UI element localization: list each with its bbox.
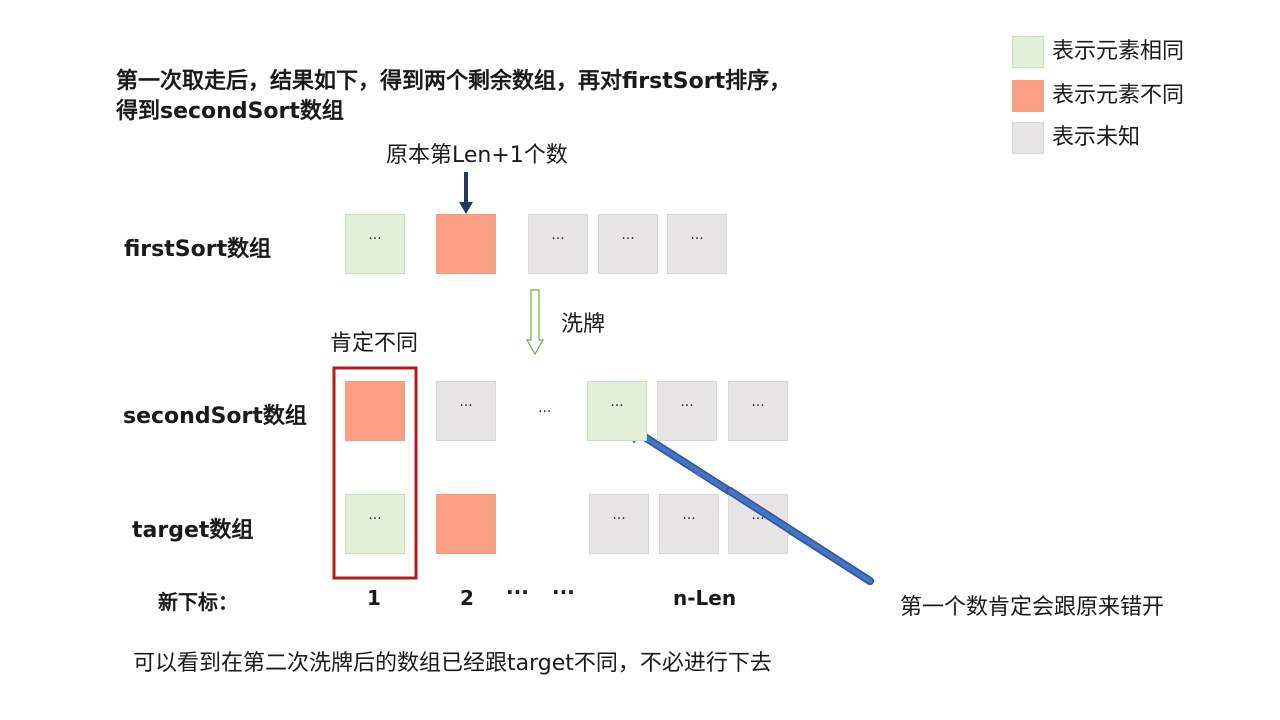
index-last: n-Len [673,586,737,610]
legend-label-same: 表示元素相同 [1052,39,1185,64]
secondsort-cell: ··· [728,381,788,441]
row-label-firstsort: firstSort数组 [124,237,272,262]
legend-swatch-unknown [1012,122,1044,154]
row-label-target: target数组 [132,518,254,543]
index-2: 2 [460,586,474,610]
target-cell: ··· [589,494,649,554]
target-cell: ··· [345,494,405,554]
highlight-box [332,366,418,580]
title-line-1: 第一次取走后，结果如下，得到两个剩余数组，再对firstSort排序， [116,69,792,94]
original-len-plus-1-label: 原本第Len+1个数 [386,143,568,168]
title-line-2: 得到secondSort数组 [116,99,344,124]
index-row-label: 新下标： [158,590,238,614]
definitely-different-label: 肯定不同 [330,331,419,356]
legend-swatch-different [1012,80,1044,112]
secondsort-gap-ellipsis: ··· [538,404,552,420]
target-cell: ··· [659,494,719,554]
index-1: 1 [367,586,381,610]
secondsort-cell: ··· [436,381,496,441]
secondsort-cell: ··· [657,381,717,441]
first-offset-label: 第一个数肯定会跟原来错开 [900,595,1165,620]
index-ellipsis-1: ··· [506,580,529,604]
down-arrow-icon [459,172,473,214]
secondsort-cell-first [345,381,405,441]
row-label-secondsort: secondSort数组 [123,404,307,429]
shuffle-label: 洗牌 [561,312,606,337]
target-cell-different [436,494,496,554]
conclusion-text: 可以看到在第二次洗牌后的数组已经跟target不同，不必进行下去 [133,651,772,676]
legend-label-different: 表示元素不同 [1052,83,1185,108]
firstsort-cell: ··· [345,214,405,274]
shuffle-arrow-icon [525,289,545,356]
firstsort-cell: ··· [598,214,658,274]
legend-label-unknown: 表示未知 [1052,125,1141,150]
firstsort-cell: ··· [667,214,727,274]
firstsort-cell: ··· [528,214,588,274]
index-ellipsis-2: ··· [552,580,575,604]
firstsort-cell-len-plus-1 [436,214,496,274]
secondsort-cell-original: ··· [587,381,647,441]
legend-swatch-same [1012,36,1044,68]
